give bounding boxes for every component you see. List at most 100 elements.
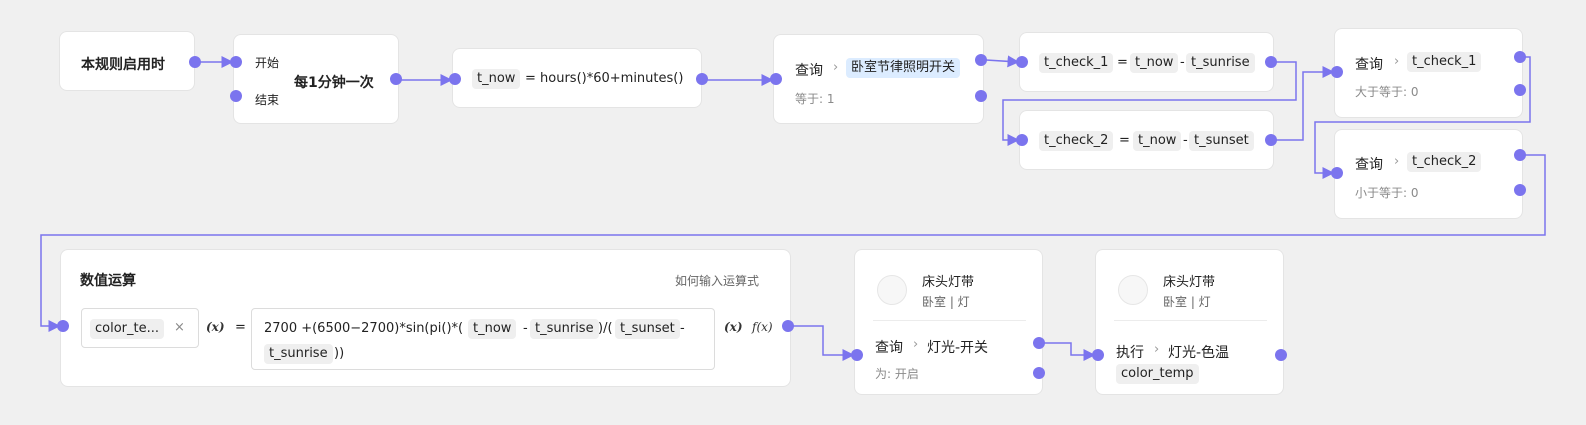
device1-condition: 为: 开启: [875, 367, 919, 381]
device2-target[interactable]: 灯光-色温: [1168, 345, 1230, 361]
variable-icon[interactable]: (x): [724, 320, 743, 334]
calc-help-link[interactable]: 如何输入运算式: [675, 274, 760, 288]
device2-value[interactable]: color_temp: [1116, 364, 1199, 384]
calc-output-var[interactable]: color_te...: [90, 319, 165, 339]
wire-check1-check2: [1002, 61, 1297, 146]
check1-operand-b[interactable]: t_sunrise: [1186, 53, 1255, 73]
check1-input-port[interactable]: [1016, 56, 1028, 68]
device1-name: 床头灯带: [922, 275, 975, 290]
query-check1-false-port[interactable]: [1514, 84, 1526, 96]
expr-var-t-now[interactable]: t_now: [468, 319, 517, 339]
lightbulb-icon: [877, 275, 907, 305]
expr-var-t-sunrise[interactable]: t_sunrise: [530, 319, 599, 339]
query-switch-node[interactable]: 查询 › 卧室节律照明开关 等于: 1: [773, 34, 984, 124]
check1-node[interactable]: t_check_1 = t_now - t_sunrise: [1019, 32, 1274, 92]
expr-var-t-sunset[interactable]: t_sunset: [615, 319, 680, 339]
wire-qc2-calc: [40, 154, 1546, 332]
calc-expression-input[interactable]: 2700 +(6500−2700)*sin(pi()*( t_now - t_s…: [251, 308, 715, 370]
device1-true-port[interactable]: [1033, 337, 1045, 349]
query-check1-true-port[interactable]: [1514, 51, 1526, 63]
query-check2-node[interactable]: 查询 › t_check_2 小于等于: 0: [1334, 129, 1523, 219]
check1-minus: -: [1180, 55, 1185, 70]
device1-node[interactable]: 床头灯带 卧室 | 灯 查询 › 灯光-开关 为: 开启: [854, 249, 1043, 395]
device1-input-port[interactable]: [851, 349, 863, 361]
timer-end-port[interactable]: [230, 90, 242, 102]
query-switch-action: 查询: [795, 63, 823, 79]
chevron-right-icon: ›: [1394, 154, 1400, 169]
calc-output-port[interactable]: [782, 320, 794, 332]
query-check2-input-port[interactable]: [1331, 167, 1343, 179]
query-check2-target[interactable]: t_check_2: [1407, 152, 1482, 172]
trigger-output-port[interactable]: [189, 56, 201, 68]
check2-input-port[interactable]: [1016, 134, 1028, 146]
check1-output-port[interactable]: [1265, 56, 1277, 68]
query-check1-input-port[interactable]: [1331, 66, 1343, 78]
assign-now-output-port[interactable]: [696, 73, 708, 85]
query-switch-false-port[interactable]: [975, 90, 987, 102]
device1-target[interactable]: 灯光-开关: [927, 340, 989, 356]
calc-node[interactable]: 数值运算 如何输入运算式 color_te... × (x) = 2700 +(…: [60, 249, 791, 387]
var-t-check-1[interactable]: t_check_1: [1039, 53, 1114, 73]
device1-action: 查询: [875, 340, 903, 356]
device2-node[interactable]: 床头灯带 卧室 | 灯 执行 › 灯光-色温 color_temp: [1095, 249, 1284, 395]
check2-node[interactable]: t_check_2 = t_now - t_sunset: [1019, 110, 1274, 170]
wire-calc-device1: [791, 325, 855, 361]
query-check1-node[interactable]: 查询 › t_check_1 大于等于: 0: [1334, 28, 1523, 118]
query-check1-condition: 大于等于: 0: [1355, 85, 1419, 99]
query-switch-condition: 等于: 1: [795, 92, 835, 106]
check2-equals: =: [1119, 133, 1130, 148]
device2-output-port[interactable]: [1275, 349, 1287, 361]
calc-input-port[interactable]: [57, 320, 69, 332]
expr-minus-2: -: [680, 321, 685, 336]
check1-equals: =: [1117, 55, 1128, 70]
var-t-now[interactable]: t_now: [472, 69, 521, 89]
query-check2-action: 查询: [1355, 157, 1383, 173]
expr-minus-1: -: [523, 321, 528, 336]
function-icon[interactable]: f(x): [752, 320, 773, 334]
trigger-node[interactable]: 本规则启用时: [59, 31, 195, 91]
query-switch-input-port[interactable]: [770, 73, 782, 85]
expr-part-3: )): [334, 346, 345, 361]
assign-now-expression: = hours()*60+minutes(): [525, 71, 684, 86]
query-check1-action: 查询: [1355, 57, 1383, 73]
calc-output-var-box[interactable]: color_te... ×: [81, 308, 199, 348]
timer-output-port[interactable]: [390, 73, 402, 85]
device2-location: 卧室 | 灯: [1163, 295, 1211, 309]
close-icon[interactable]: ×: [174, 320, 185, 335]
check2-minus: -: [1183, 133, 1188, 148]
expr-part-1: 2700 +(6500−2700)*sin(pi()*(: [264, 321, 464, 336]
query-check2-false-port[interactable]: [1514, 184, 1526, 196]
query-switch-target[interactable]: 卧室节律照明开关: [846, 58, 961, 78]
wire-qc1-qc2: [1314, 56, 1531, 179]
chevron-right-icon: ›: [1154, 342, 1160, 357]
variable-icon[interactable]: (x): [206, 320, 225, 334]
check1-operand-a[interactable]: t_now: [1130, 53, 1179, 73]
timer-start-label: 开始: [255, 56, 280, 70]
query-check2-true-port[interactable]: [1514, 149, 1526, 161]
check2-operand-b[interactable]: t_sunset: [1189, 131, 1254, 151]
divider: [1114, 320, 1267, 321]
device1-location: 卧室 | 灯: [922, 295, 970, 309]
device2-input-port[interactable]: [1092, 349, 1104, 361]
check2-operand-a[interactable]: t_now: [1133, 131, 1182, 151]
var-t-check-2[interactable]: t_check_2: [1039, 131, 1114, 151]
timer-node[interactable]: 开始 每1分钟一次 结束: [233, 34, 399, 124]
device1-false-port[interactable]: [1033, 367, 1045, 379]
expr-var-t-sunrise-2[interactable]: t_sunrise: [264, 344, 333, 364]
wire-device1-device2: [1043, 342, 1096, 361]
query-check2-condition: 小于等于: 0: [1355, 186, 1419, 200]
timer-start-port[interactable]: [230, 56, 242, 68]
check2-output-port[interactable]: [1265, 134, 1277, 146]
calc-title: 数值运算: [80, 273, 136, 289]
assign-now-input-port[interactable]: [449, 73, 461, 85]
chevron-right-icon: ›: [1394, 54, 1400, 69]
device2-name: 床头灯带: [1163, 275, 1216, 290]
query-switch-true-port[interactable]: [975, 54, 987, 66]
trigger-label: 本规则启用时: [81, 57, 165, 73]
assign-now-node[interactable]: t_now = hours()*60+minutes(): [452, 48, 702, 108]
timer-end-label: 结束: [255, 93, 280, 107]
query-check1-target[interactable]: t_check_1: [1407, 52, 1482, 72]
lightbulb-icon: [1118, 275, 1148, 305]
wire-query-check1: [985, 55, 1020, 68]
